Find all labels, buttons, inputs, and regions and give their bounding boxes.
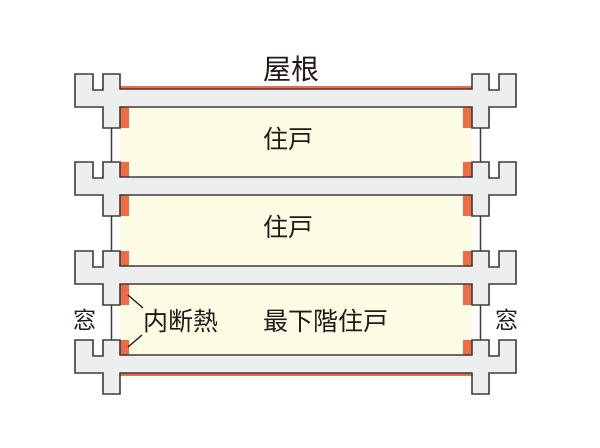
- window-lines: [110, 128, 482, 340]
- insulation-layer: [120, 86, 472, 376]
- insulation-left: [120, 162, 129, 178]
- room-middle: [120, 195, 472, 266]
- insulation-right: [463, 107, 472, 128]
- leader-line-upper: [127, 294, 144, 309]
- window-left-label: 窓: [73, 308, 96, 334]
- leader-line-lower: [127, 334, 143, 348]
- insulation-right: [463, 162, 472, 178]
- roof-insulation: [120, 86, 472, 90]
- insulation-left: [120, 107, 129, 128]
- insulation-left: [120, 251, 129, 267]
- insulation-left: [120, 284, 129, 305]
- insulation-leader-lines: [127, 294, 144, 348]
- insulation-right: [463, 195, 472, 216]
- unit-upper-label: 住戸: [263, 125, 314, 154]
- insulation-left: [120, 195, 129, 216]
- room-upper: [120, 107, 472, 177]
- unit-bottom-label: 最下階住戸: [263, 307, 389, 336]
- room-bottom: [120, 284, 472, 355]
- unit-middle-label: 住戸: [263, 213, 314, 242]
- insulation-label: 内断熱: [143, 307, 219, 336]
- insulation-right: [463, 251, 472, 267]
- window-right-label: 窓: [495, 308, 518, 334]
- insulation-right: [463, 284, 472, 305]
- bottom-insulation: [120, 372, 472, 376]
- roof-label: 屋根: [263, 53, 320, 86]
- room-fills: [120, 107, 472, 355]
- insulation-left: [120, 340, 129, 356]
- insulation-right: [463, 340, 472, 356]
